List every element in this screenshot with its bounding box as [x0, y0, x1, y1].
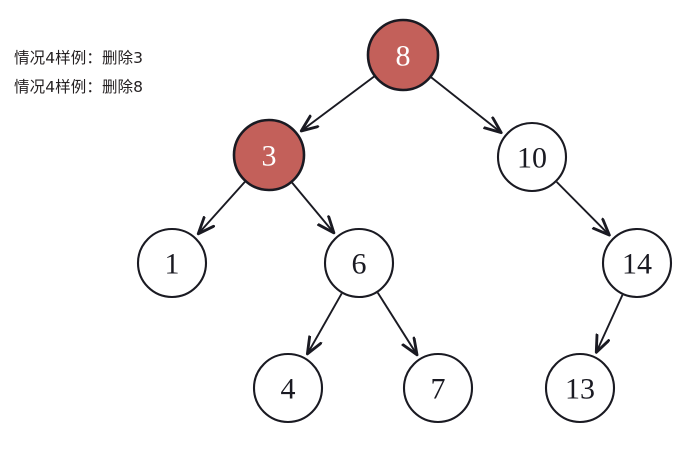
node-label-14: 14	[622, 248, 652, 281]
node-circle-13	[544, 352, 616, 424]
tree-node-6[interactable]: 6	[323, 227, 395, 299]
node-label-7: 7	[431, 373, 446, 406]
caption-line-1: 情况4样例：删除3	[14, 49, 144, 67]
node-circle-10	[496, 121, 568, 193]
node-circle-8	[366, 18, 440, 92]
node-label-3: 3	[262, 140, 277, 173]
tree-edge-6-to-7	[376, 292, 417, 355]
tree-node-10[interactable]: 10	[496, 121, 568, 193]
caption-block: 情况4样例：删除3 情况4样例：删除8	[14, 44, 254, 102]
tree-edge-14-to-13	[597, 294, 624, 352]
node-label-10: 10	[517, 142, 547, 175]
tree-edge-10-to-14	[555, 181, 609, 235]
node-circle-4	[252, 352, 324, 424]
tree-edge-6-to-4	[308, 292, 343, 353]
tree-node-8[interactable]: 8	[366, 18, 440, 92]
tree-edge-8-to-3	[302, 75, 375, 131]
node-label-1: 1	[165, 248, 180, 281]
node-circle-3	[232, 118, 306, 192]
tree-node-7[interactable]: 7	[402, 352, 474, 424]
tree-edge-3-to-6	[291, 182, 333, 233]
node-label-8: 8	[396, 40, 411, 73]
tree-edge-8-to-10	[430, 76, 500, 132]
node-circle-14	[601, 227, 673, 299]
node-label-6: 6	[352, 248, 367, 281]
node-label-13: 13	[565, 373, 595, 406]
node-circle-7	[402, 352, 474, 424]
tree-node-14[interactable]: 14	[601, 227, 673, 299]
node-circle-1	[136, 227, 208, 299]
node-label-4: 4	[281, 373, 296, 406]
tree-node-3[interactable]: 3	[232, 118, 306, 192]
tree-edge-3-to-1	[199, 181, 246, 233]
caption-line-2: 情况4样例：删除8	[14, 78, 144, 96]
node-circle-6	[323, 227, 395, 299]
tree-node-13[interactable]: 13	[544, 352, 616, 424]
tree-node-1[interactable]: 1	[136, 227, 208, 299]
edge-layer	[199, 75, 624, 355]
node-layer: 8 3 10 1 6 14 4 7 13	[136, 18, 673, 424]
tree-node-4[interactable]: 4	[252, 352, 324, 424]
